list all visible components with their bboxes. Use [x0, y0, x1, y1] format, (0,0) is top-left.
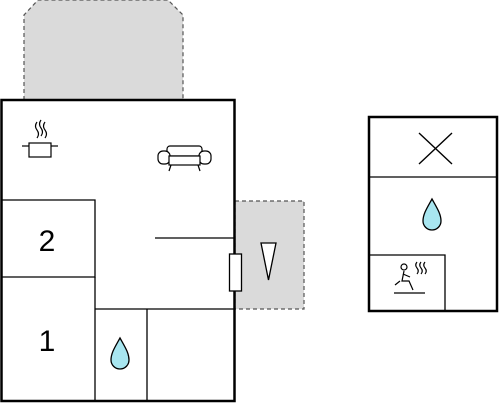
annex-building-outline	[367, 115, 499, 313]
interior-walls	[1, 199, 234, 401]
cooking-pot-icon	[22, 119, 58, 158]
room-1-number: 1	[39, 325, 56, 358]
main-building-outline	[0, 98, 236, 403]
entrance-arrow-icon	[260, 242, 277, 281]
sofa-icon	[157, 145, 212, 172]
annex-interior-walls	[369, 176, 497, 311]
terrace-top	[23, 0, 184, 101]
room-2-number: 2	[39, 225, 56, 258]
shower-drop-icon	[422, 197, 442, 231]
cross-icon	[418, 132, 453, 165]
shower-drop-icon	[110, 336, 130, 370]
sauna-icon	[394, 261, 427, 294]
entrance-door-icon	[228, 253, 243, 292]
